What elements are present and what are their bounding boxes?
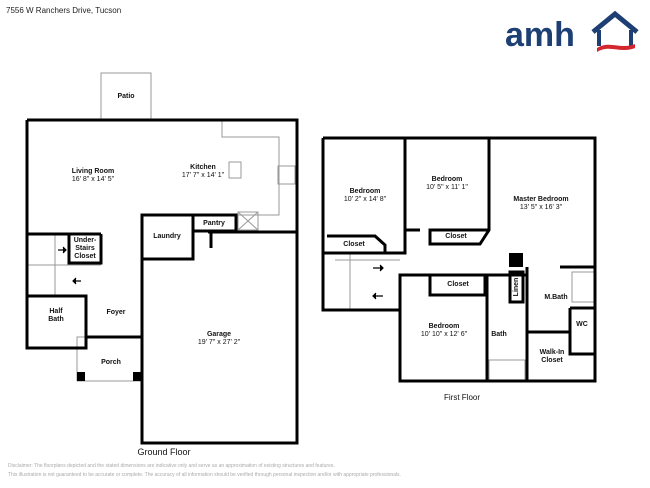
room-laundry: Laundry xyxy=(153,233,181,240)
room-bath: Bath xyxy=(491,331,507,338)
room-walk-in-closet: Walk-In Closet xyxy=(539,349,565,364)
first-floor-title: First Floor xyxy=(444,393,480,402)
svg-text:amh: amh xyxy=(505,16,575,53)
room-foyer: Foyer xyxy=(106,309,126,316)
room-wc: WC xyxy=(576,321,588,328)
disclaimer-line-2: This illustration is not guaranteed to b… xyxy=(8,472,401,478)
amh-logo: amh xyxy=(505,10,639,53)
room-master-bath: M.Bath xyxy=(544,294,568,301)
ground-floor-title: Ground Floor xyxy=(137,447,191,457)
room-closet-3: Closet xyxy=(447,281,469,288)
room-closet-1: Closet xyxy=(343,241,365,248)
walls xyxy=(25,118,597,445)
room-half-bath: Half Bath xyxy=(48,308,64,323)
property-address: 7556 W Ranchers Drive, Tucson xyxy=(6,6,122,15)
room-pantry: Pantry xyxy=(203,220,225,227)
room-linen: Linen xyxy=(513,277,520,297)
room-patio: Patio xyxy=(117,93,135,100)
posts xyxy=(77,253,523,381)
disclaimer-line-1: Disclaimer: The floorplans depicted and … xyxy=(8,463,335,469)
room-under-stairs-closet: Under-Stairs Closet xyxy=(73,237,97,260)
room-closet-2: Closet xyxy=(445,233,467,240)
room-porch: Porch xyxy=(101,359,121,366)
stair-arrows xyxy=(58,246,384,300)
